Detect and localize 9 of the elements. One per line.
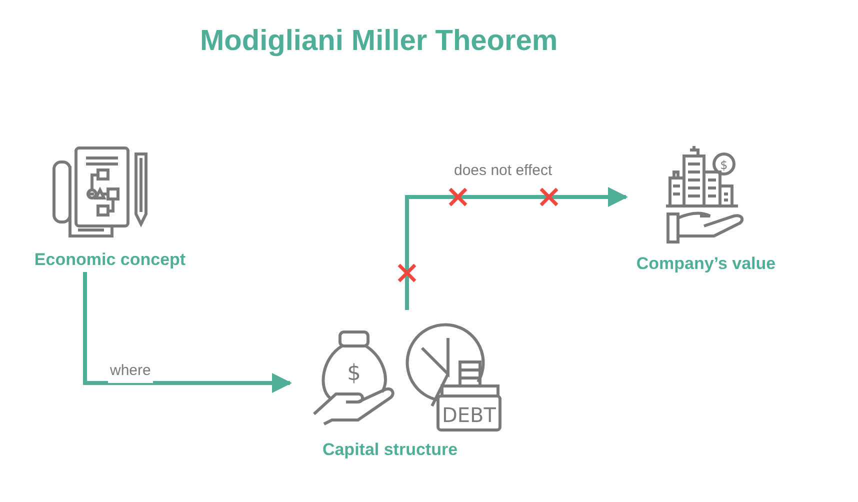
node-label: Capital structure	[321, 438, 459, 460]
title: Modigliani Miller Theorem	[200, 24, 558, 59]
debt-label: DEBT	[442, 403, 496, 427]
arrow	[83, 272, 292, 393]
dollar-sign: $	[720, 158, 728, 172]
node-label: Economic concept	[33, 248, 187, 270]
dollar-sign: $	[347, 361, 361, 386]
node-label: Company’s value	[635, 252, 777, 274]
arrow	[405, 187, 628, 310]
